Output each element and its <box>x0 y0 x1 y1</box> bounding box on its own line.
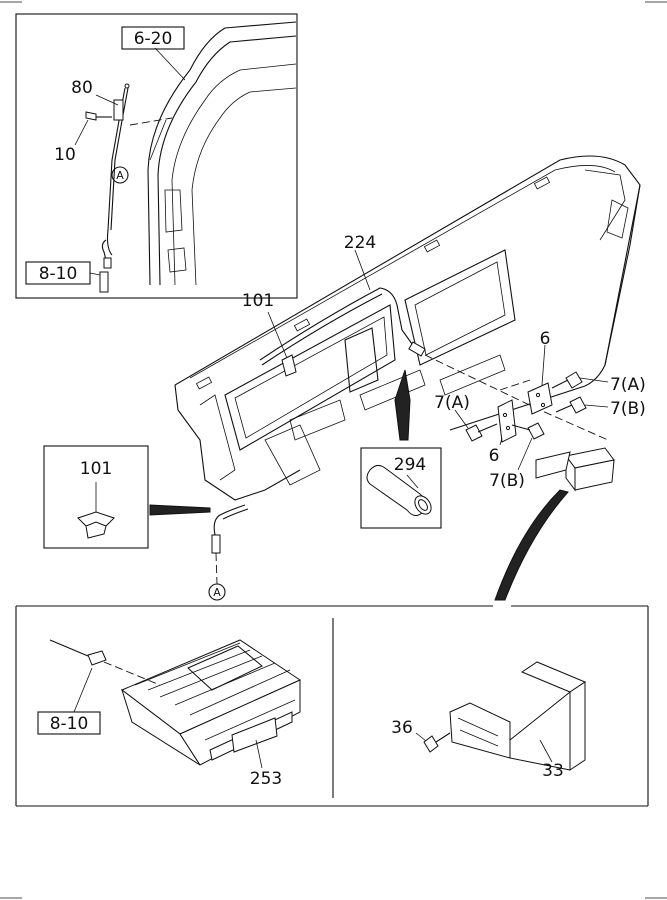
label-part-7b-lower: 7(B) <box>489 471 525 491</box>
inset-101 <box>43 445 149 549</box>
pointer-101-inset <box>149 504 211 516</box>
ref-box-8-10-bottom <box>37 711 101 735</box>
dashboard-assembly <box>174 155 641 501</box>
label-part-33: 33 <box>542 761 564 781</box>
label-part-7a-left: 7(A) <box>434 393 470 413</box>
label-part-7a-right: 7(A) <box>610 375 646 395</box>
bolt-7b-right <box>555 396 609 414</box>
screw-36 <box>415 732 451 753</box>
label-part-10: 10 <box>54 145 76 165</box>
label-8-10-top: 8-10 <box>39 264 78 284</box>
label-part-6-lower: 6 <box>489 446 500 466</box>
label-6-20: 6-20 <box>134 29 173 49</box>
label-part-294: 294 <box>394 455 426 475</box>
pocket-box <box>494 447 615 601</box>
label-connector-a-bottom: A <box>213 586 221 599</box>
label-part-80: 80 <box>71 78 93 98</box>
label-connector-a-top: A <box>116 169 124 182</box>
bottom-panel <box>15 605 649 807</box>
label-8-10-bottom: 8-10 <box>50 714 89 734</box>
bolt-7a-right <box>551 371 609 389</box>
label-part-36: 36 <box>391 718 413 738</box>
label-part-224: 224 <box>344 233 376 253</box>
antenna-lead <box>208 504 249 601</box>
label-part-253: 253 <box>250 769 282 789</box>
ref-box-6-20 <box>121 26 185 50</box>
antenna-inset <box>15 13 298 299</box>
label-part-7b-right: 7(B) <box>610 399 646 419</box>
inset-294 <box>360 447 442 529</box>
label-part-101-main: 101 <box>242 291 274 311</box>
label-part-101-inset: 101 <box>80 459 112 479</box>
label-part-6-upper: 6 <box>540 329 551 349</box>
bolt-7b-lower <box>511 422 545 471</box>
connector-a-callout <box>111 166 129 184</box>
radio-unit <box>37 639 302 769</box>
bracket-lower <box>497 399 517 446</box>
bracket-upper <box>527 344 553 415</box>
bolt-7a-left <box>454 409 498 442</box>
pocket-33 <box>449 661 587 771</box>
connector-a-bottom-callout <box>208 583 226 601</box>
